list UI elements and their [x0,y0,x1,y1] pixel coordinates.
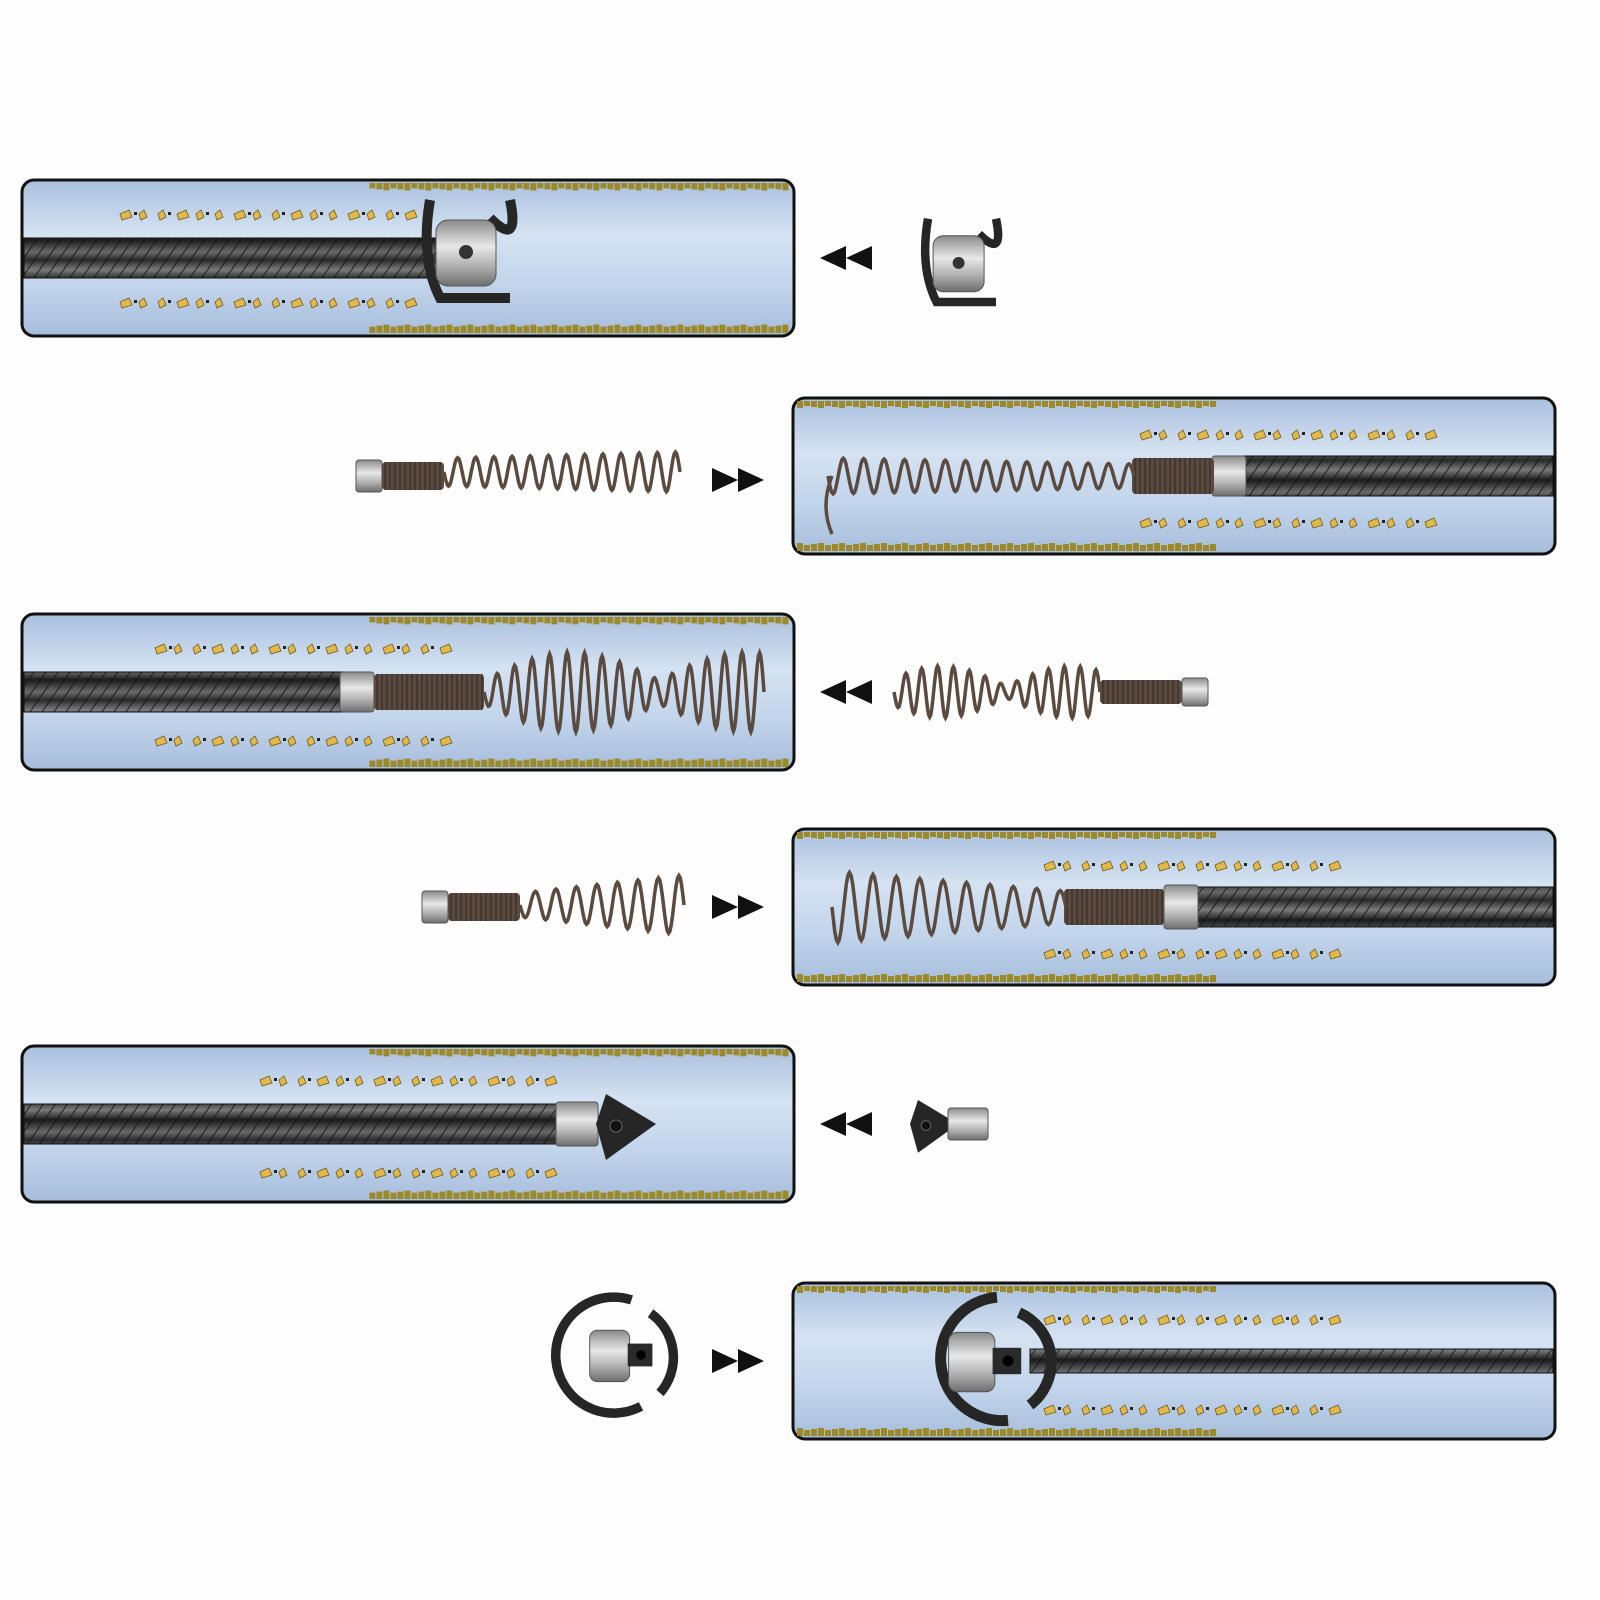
debris-cluster [1043,948,1342,960]
set-screw [636,1350,646,1360]
spring-coil [830,868,1068,947]
debris-cluster [119,297,418,309]
metal-coupling [948,1331,996,1393]
drill-blade [596,1094,656,1160]
spring-tail [824,475,834,535]
row-bulb-spring [20,612,1209,772]
set-screw [1002,1355,1014,1367]
double-right-arrow-icon [712,1349,764,1373]
debris-cluster [259,1075,558,1087]
spring-coil [826,455,1136,497]
double-left-arrow-icon [820,1112,872,1136]
cutter-blade [975,217,1003,248]
tight-coil [448,893,520,921]
set-screw [952,256,965,269]
ring-cutter-head [551,1292,679,1418]
steel-cable [23,237,443,279]
double-left-arrow-icon [820,246,872,270]
debris-cluster [119,209,418,221]
double-right-arrow-icon [712,895,764,919]
debris-cluster [154,735,453,747]
cutter-blade [421,199,510,303]
row-c-cutter [20,178,1003,338]
debris-cluster [1043,860,1342,872]
pipe-deposits [797,1286,1216,1436]
debris-cluster [154,643,453,655]
spring-coil [892,662,1102,722]
metal-coupling [1163,884,1199,930]
pipe-cross-section [20,178,796,338]
spring-coil [518,872,686,937]
metal-coupling [355,459,383,493]
drill-cutter-head [596,1094,656,1160]
set-screw [920,1120,932,1131]
c-cutter-head [421,198,518,303]
tight-coil [1100,680,1182,704]
pipe-cross-section [791,827,1557,987]
metal-coupling [339,671,375,713]
pipe-deposits [369,617,789,767]
steel-cable [1029,1348,1554,1374]
cutter-blade [920,217,996,307]
pipe-cross-section [791,396,1557,556]
cutter-blade [486,198,518,235]
tight-coil [382,462,444,490]
debris-cluster [1043,1404,1342,1416]
ring-blade [647,1309,679,1397]
row-ring-cutter [551,1281,1557,1441]
steel-cable [23,1103,563,1145]
ring-blade [1016,1307,1057,1410]
steel-cable [1239,455,1554,497]
steel-cable [23,671,345,713]
row-drill-cutter [20,1044,989,1204]
double-left-arrow-icon [820,680,872,704]
pipe-deposits [369,183,789,333]
ring-cutter-head [935,1291,1057,1427]
debris-cluster [259,1167,558,1179]
spring-coil [442,449,682,495]
c-cutter-head [920,217,1003,307]
steel-cable [1195,886,1554,928]
debris-cluster [1139,429,1438,441]
metal-coupling [589,1329,631,1383]
debris-cluster [1043,1314,1342,1326]
metal-coupling [555,1101,599,1147]
double-right-arrow-icon [712,468,764,492]
pipe-cross-section [791,1281,1557,1441]
ring-blade [935,1291,1009,1427]
spring-coil [482,646,766,738]
row-cone-spring [421,827,1557,987]
set-screw [609,1119,623,1133]
row-funnel-spring [355,396,1557,556]
pipe-deposits [797,832,1216,982]
drill-cutter-head [910,1100,958,1153]
pipe-cross-section [20,1044,796,1204]
pipe-deposits [369,1049,789,1199]
metal-coupling [1211,455,1247,497]
tight-coil [1132,458,1214,494]
metal-coupling [1181,677,1209,707]
metal-coupling [947,1107,989,1141]
pipe-cross-section [20,612,796,772]
ring-blade [551,1292,644,1418]
drill-blade [910,1100,958,1153]
pipe-deposits [797,401,1216,551]
tight-coil [1064,889,1164,925]
metal-coupling [421,890,449,924]
debris-cluster [1139,517,1438,529]
set-screw [459,245,473,259]
